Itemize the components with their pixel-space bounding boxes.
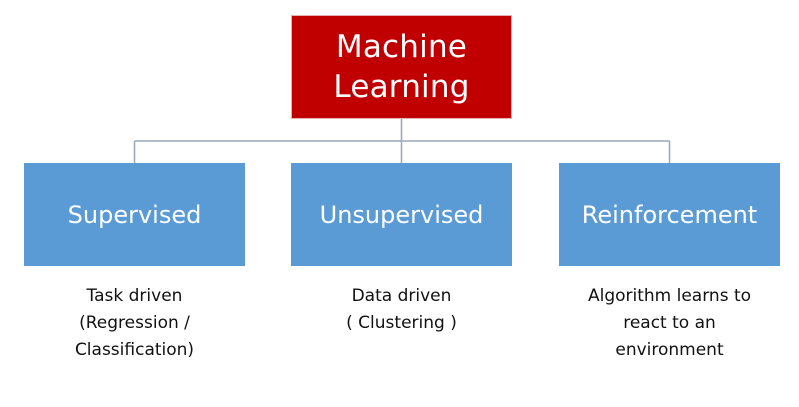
supervised-label: Supervised	[67, 200, 202, 229]
machine-learning-label: Machine Learning	[333, 29, 470, 105]
reinforcement-label: Reinforcement	[581, 200, 758, 229]
unsupervised-node: Unsupervised	[291, 163, 512, 266]
supervised-description: Task driven (Regression / Classification…	[74, 286, 195, 360]
unsupervised-label: Unsupervised	[319, 200, 484, 229]
machine-learning-node: Machine Learning	[291, 15, 512, 119]
reinforcement-node: Reinforcement	[559, 163, 780, 266]
supervised-node: Supervised	[24, 163, 245, 266]
reinforcement-description: Algorithm learns to react to an environm…	[587, 286, 752, 360]
unsupervised-description: Data driven ( Clustering )	[346, 286, 457, 333]
